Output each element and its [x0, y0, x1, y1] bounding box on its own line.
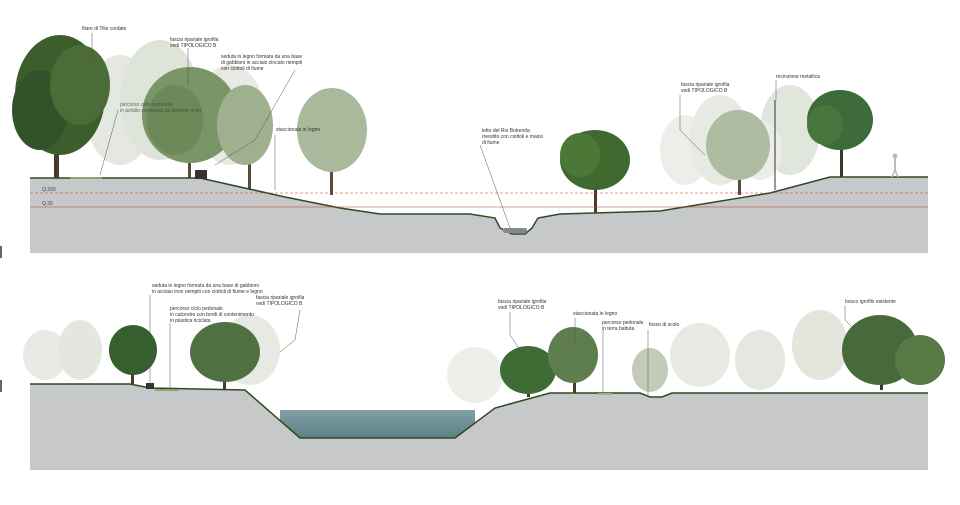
annotation-letto: letto del Rio Bolrenda rivestito con cio… — [482, 128, 543, 146]
level-label-q30: Q.30 — [42, 201, 53, 207]
margin-tick-top — [0, 246, 2, 258]
annotation-percorso-top: percorso ciclo pedonale in asfalto conte… — [120, 102, 202, 114]
bottom-path-strip — [155, 389, 179, 391]
annotation-fascia-bottom-right: fascia ripariale igrofila vedi TIPOLOGIC… — [498, 299, 547, 311]
top-section — [12, 33, 928, 253]
bottom-bench — [146, 383, 154, 389]
annotation-staccionata-bottom: staccionata in legno — [573, 311, 618, 317]
top-riverbed-stones — [503, 228, 527, 233]
top-bench — [195, 170, 207, 179]
annotation-filare: filare di Tilie cordate — [82, 26, 127, 32]
annotation-percorso-bottom: percorso ciclo pedonale in calcestre con… — [170, 306, 254, 324]
bottom-water — [280, 410, 475, 438]
top-path-strip — [70, 177, 102, 179]
annotation-fascia-top-right: fascia ripariale igrofila vedi TIPOLOGIC… — [681, 82, 730, 94]
annotation-recinzione: recinzione metallica — [776, 74, 820, 80]
bottom-trees — [109, 315, 945, 397]
margin-tick-bottom — [0, 380, 2, 392]
annotation-seduta-top: seduta in legno formata da una base di g… — [221, 54, 303, 72]
bottom-section — [23, 295, 945, 470]
annotation-fascia-bottom-left: fascia ripariale igrofila vedi TIPOLOGIC… — [256, 295, 305, 307]
top-ground-profile — [30, 177, 928, 253]
pedestrian-figure — [891, 153, 899, 178]
level-label-q200: Q.200 — [42, 187, 56, 193]
annotation-fosso: fosso di scolo — [649, 322, 680, 328]
annotation-seduta-bottom: seduta in legno formata da una base di g… — [152, 283, 263, 295]
bottom-earth-path — [598, 393, 612, 395]
bottom-ground-profile — [30, 384, 928, 470]
bottom-leader-lines — [149, 295, 861, 395]
top-trees — [12, 35, 873, 215]
annotation-percorso-pedonale: percorso pedonale in terra battuta — [602, 320, 644, 332]
top-leader-lines — [91, 33, 777, 229]
annotation-bosco: bosco igrofilo esistente — [845, 299, 896, 305]
annotation-fascia-top-left: fascia ripariale igrofila vedi TIPOLOGIC… — [170, 37, 219, 49]
annotation-staccionata-top: staccionata in legno — [276, 127, 321, 133]
top-grass-line — [30, 176, 928, 235]
